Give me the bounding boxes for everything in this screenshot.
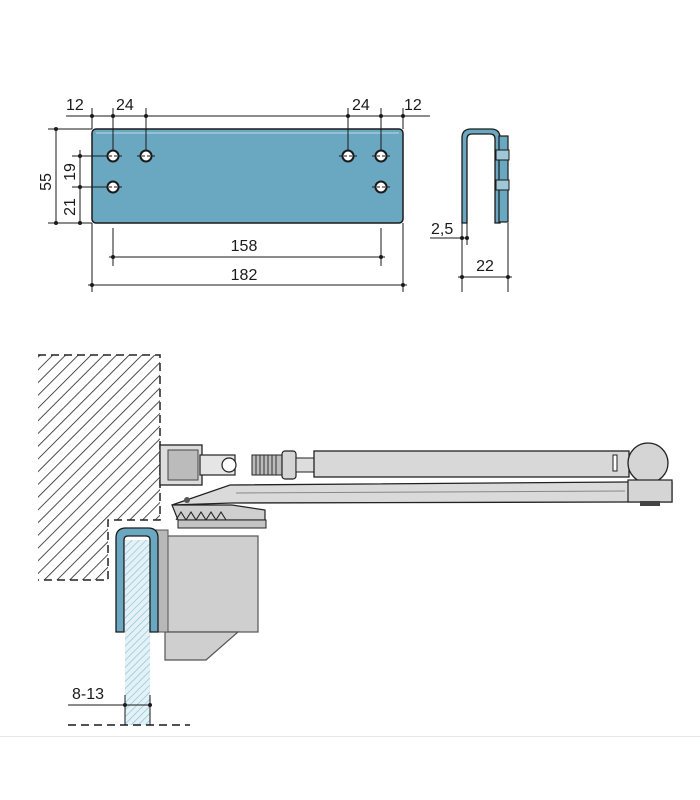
dim-height-upper: 19: [62, 163, 79, 181]
dim-plate-length: 182: [231, 267, 258, 284]
dim-height-lower: 21: [62, 198, 79, 216]
wall-section: [38, 354, 161, 581]
glass-clamp-channel: [115, 527, 159, 633]
mounting-plate-side-view: [461, 128, 510, 224]
screw-hole: [137, 149, 155, 163]
dim-top-left-edge: 12: [66, 97, 84, 114]
screw-hole: [372, 180, 390, 194]
dim-height-total: 55: [38, 173, 55, 191]
dim-plate-thickness: 2,5: [431, 221, 453, 238]
dim-plate-depth: 22: [476, 258, 494, 275]
closer-lower-arm: [171, 479, 673, 529]
bottom-divider: [0, 736, 700, 737]
screw-hole: [372, 149, 390, 163]
glass-thickness-dimension: [68, 695, 190, 726]
glass-panel: [125, 540, 150, 725]
dim-top-right-spacing: 24: [352, 97, 370, 114]
closer-upper-arm: [159, 442, 669, 486]
bottom-dimension-lines: [88, 223, 407, 292]
screw-hole: [339, 149, 357, 163]
mounting-plate-front-view: [91, 128, 404, 224]
door-closer-body: [151, 529, 259, 661]
dim-top-left-spacing: 24: [116, 97, 134, 114]
screw-hole: [104, 180, 122, 194]
dim-hole-distance: 158: [231, 238, 258, 255]
mounting-plate: [91, 128, 404, 224]
dim-glass-thickness: 8-13: [72, 686, 104, 703]
dim-top-right-edge: 12: [404, 97, 422, 114]
screw-hole: [104, 149, 122, 163]
